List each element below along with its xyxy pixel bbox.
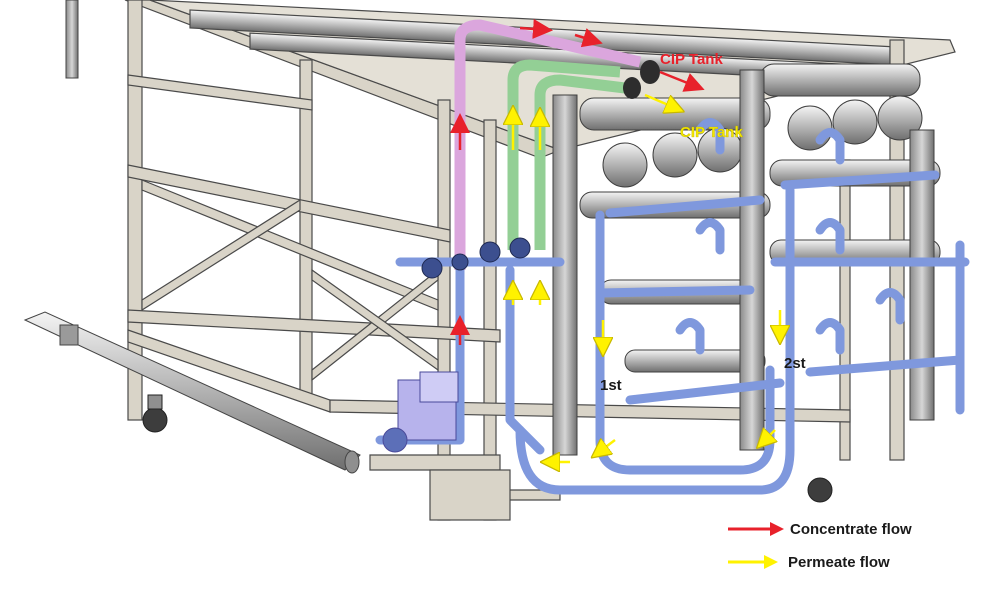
steel-frame xyxy=(124,0,956,521)
legend-concentrate-label: Concentrate flow xyxy=(790,521,912,538)
yellow-arrow-icon xyxy=(764,555,778,569)
membrane-modules xyxy=(579,63,941,373)
cip-tank-label-permeate: CIP Tank xyxy=(680,124,743,141)
permeate-risers xyxy=(507,59,626,250)
legend-concentrate: Concentrate flow xyxy=(728,521,912,538)
blue-pipework xyxy=(375,118,970,495)
concentrate-pipe xyxy=(454,19,642,270)
top-left-stub xyxy=(65,0,79,79)
feed-pump xyxy=(382,371,459,453)
legend-permeate-label: Permeate flow xyxy=(788,554,890,571)
concentrate-flow-arrows xyxy=(450,18,705,345)
outlet-pipe xyxy=(23,311,361,474)
permeate-pipe-end xyxy=(623,77,641,99)
stage-label-second: 2st xyxy=(784,355,806,372)
permeate-flow-arrows xyxy=(513,93,780,462)
stage-label-first: 1st xyxy=(600,377,622,394)
cip-tank-label-concentrate: CIP Tank xyxy=(660,51,723,68)
red-arrow-icon xyxy=(770,522,784,536)
legend: Concentrate flow Permeate flow xyxy=(728,521,912,571)
caster-wheels xyxy=(142,394,833,503)
flow-meters xyxy=(421,237,531,279)
legend-permeate: Permeate flow xyxy=(728,554,890,571)
concentrate-pipe-end xyxy=(640,60,660,84)
